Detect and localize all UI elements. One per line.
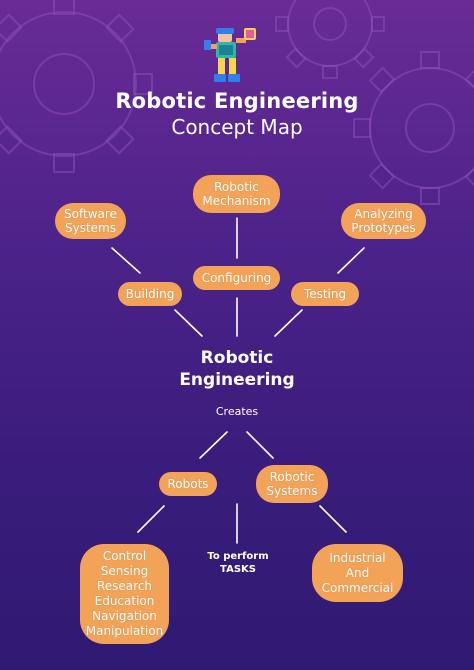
link-label-creates: Creates — [215, 405, 259, 418]
line-systems-industrial — [319, 505, 347, 533]
link-label-to-perform-tasks: To perform TASKS — [207, 551, 269, 575]
node-analyzing-prototypes: Analyzing Prototypes — [341, 203, 426, 239]
node-robotic-systems: Robotic Systems — [256, 465, 328, 503]
node-testing: Testing — [291, 282, 359, 306]
line-analyzing-testing — [337, 247, 365, 274]
robot-illustration — [204, 28, 256, 82]
node-building: Building — [118, 282, 182, 306]
gear-icon — [275, 0, 385, 79]
diagram-subtitle: Concept Map — [171, 115, 303, 139]
node-robots: Robots — [159, 472, 217, 496]
line-testing-center — [274, 309, 303, 337]
line-creates-robots — [199, 431, 228, 459]
node-tasks-list: Control Sensing Research Education Navig… — [80, 544, 169, 644]
node-configuring: Configuring — [193, 266, 280, 290]
central-concept: Robotic Engineering — [179, 348, 295, 390]
node-software-systems: Software Systems — [55, 203, 126, 239]
line-software-building — [111, 247, 141, 274]
line-building-center — [174, 309, 203, 337]
node-robotic-mechanism: Robotic Mechanism — [193, 175, 280, 213]
node-industrial-commercial: Industrial And Commercial — [312, 544, 403, 602]
line-creates-systems — [246, 431, 274, 459]
diagram-title: Robotic Engineering — [115, 89, 359, 113]
line-robots-tasklist — [137, 505, 165, 533]
gear-icon — [0, 0, 153, 173]
